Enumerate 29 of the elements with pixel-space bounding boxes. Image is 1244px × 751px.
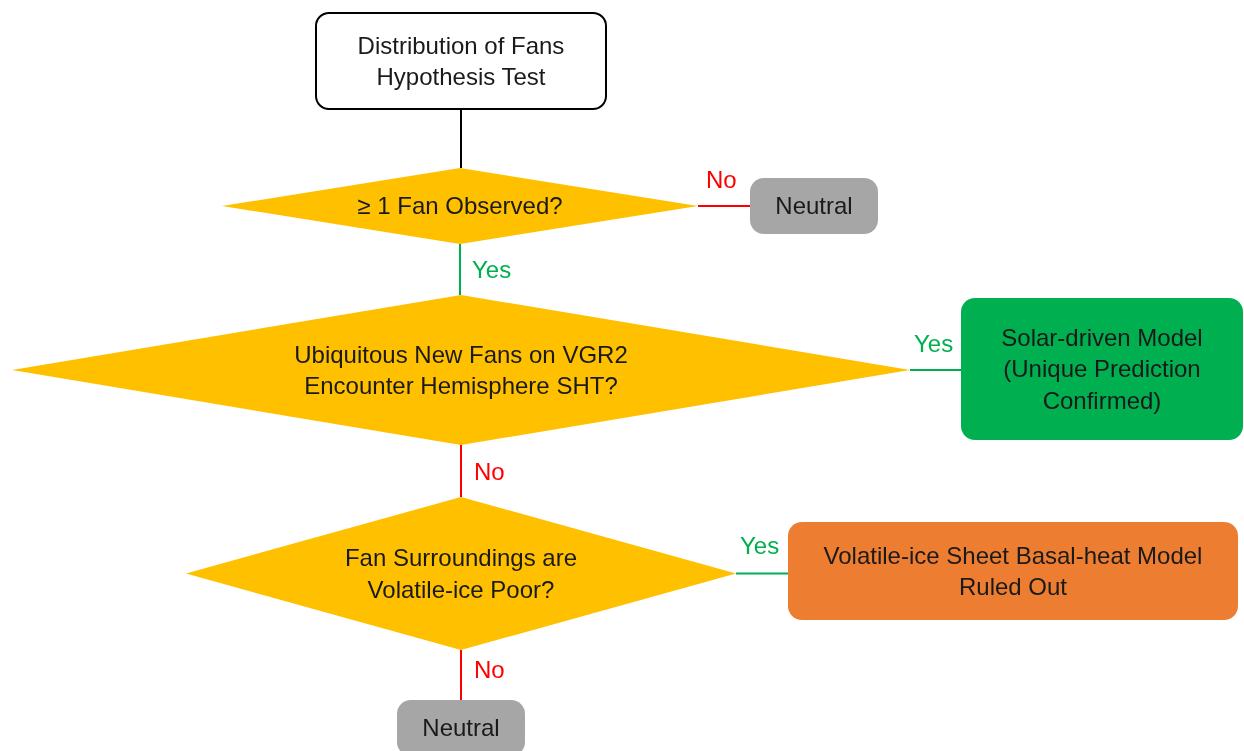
- outcome-box: [961, 298, 1243, 440]
- decision-diamond: [222, 168, 698, 244]
- node-text: Neutral: [422, 713, 500, 744]
- edge-label: No: [474, 458, 505, 486]
- start-box: [315, 12, 607, 110]
- edge-label: Yes: [740, 532, 780, 560]
- node-text: Distribution of Fans Hypothesis Test: [356, 30, 566, 92]
- connector-line: [460, 649, 462, 701]
- decision-diamond: [186, 497, 736, 650]
- decision-diamond: [12, 295, 910, 445]
- outcome-box: [397, 700, 525, 751]
- connector-line: [459, 243, 461, 296]
- outcome-box: [750, 178, 878, 234]
- edge-label: No: [706, 166, 737, 194]
- edge-label: Yes: [914, 330, 954, 358]
- node-text: Fan Surroundings are Volatile-ice Poor?: [343, 543, 579, 605]
- connector-line: [697, 205, 751, 207]
- edge-label: Yes: [472, 256, 512, 284]
- node-text: Solar-driven Model (Unique Prediction Confirmed): [1000, 323, 1204, 416]
- connector-line: [909, 369, 962, 371]
- node-text: Volatile-ice Sheet Basal-heat Model Ruled Out: [822, 540, 1204, 602]
- node-text: Ubiquitous New Fans on VGR2 Encounter Hemisphere SHT?: [293, 339, 629, 401]
- connector-line: [460, 444, 462, 498]
- edge-label: No: [474, 656, 505, 684]
- outcome-box: [788, 522, 1238, 620]
- node-text: Neutral: [775, 191, 853, 222]
- connector-line: [735, 572, 789, 575]
- connector-line: [460, 109, 462, 169]
- node-text: ≥ 1 Fan Observed?: [357, 191, 563, 222]
